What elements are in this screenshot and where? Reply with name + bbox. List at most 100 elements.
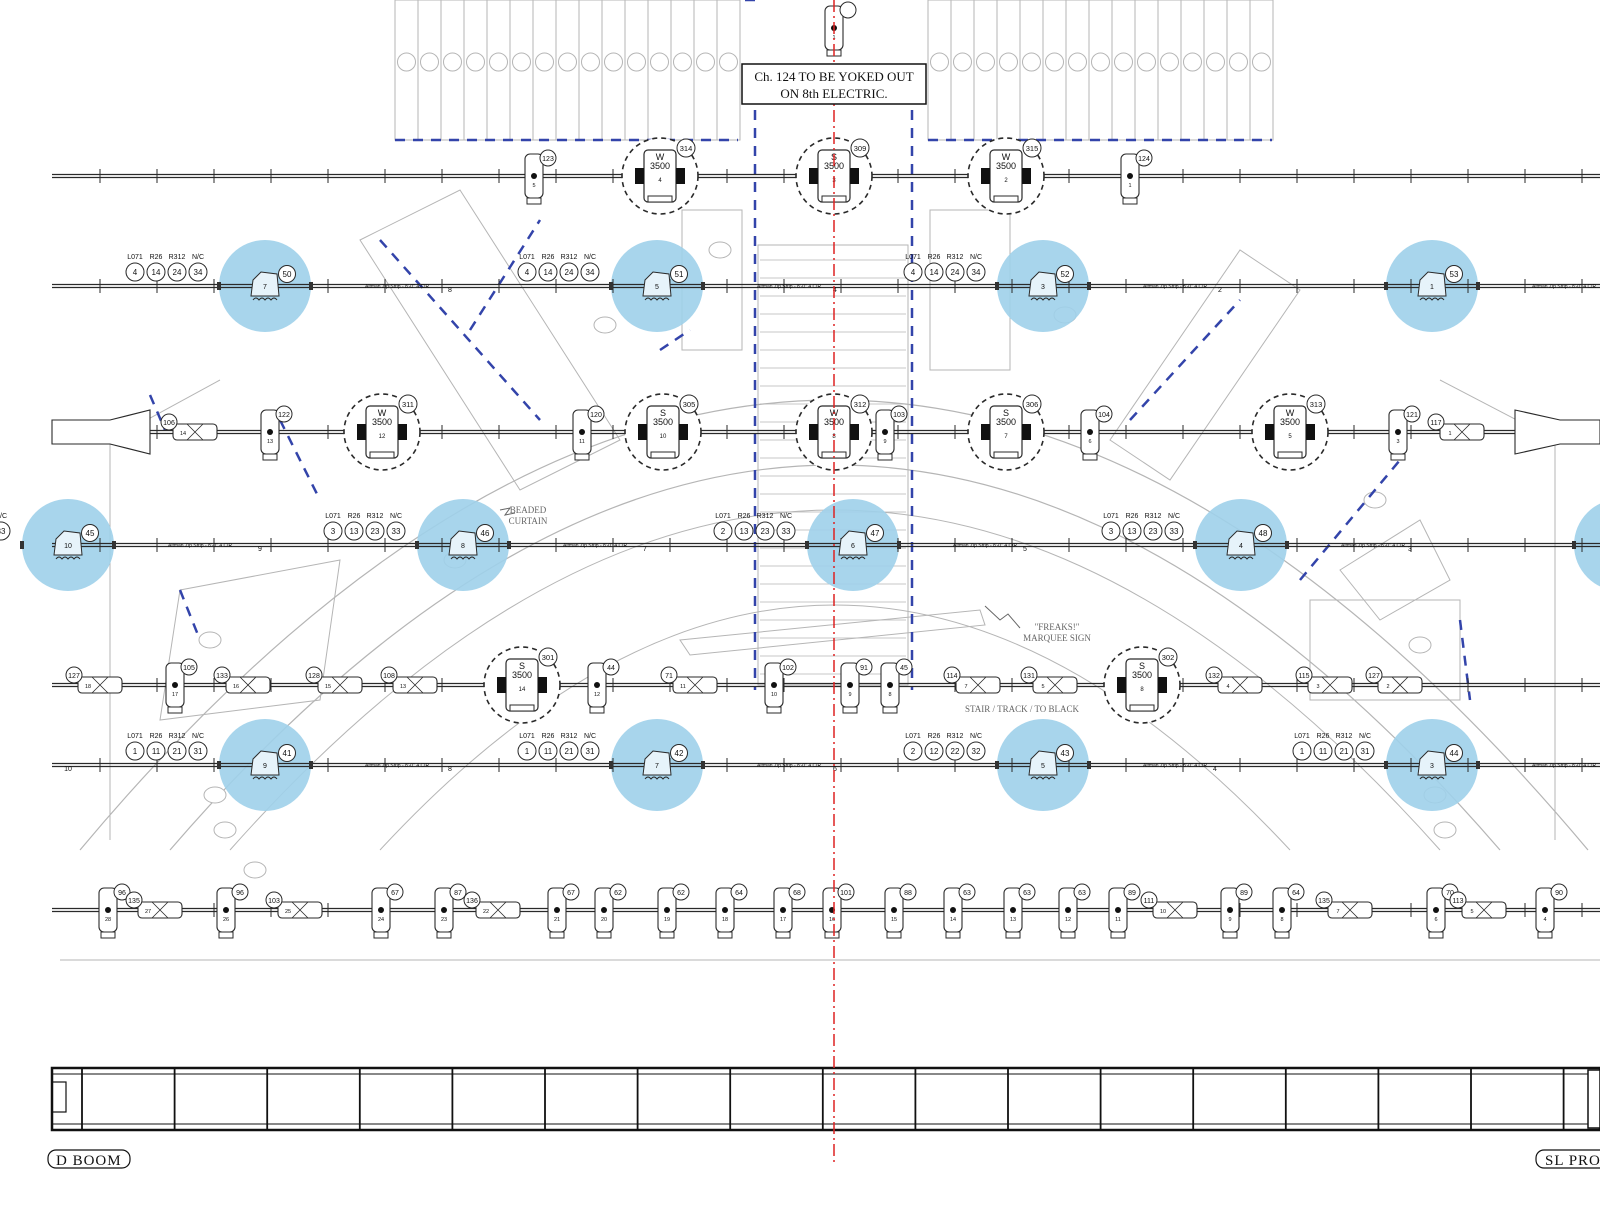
mover-yoke — [538, 677, 547, 693]
channel-circle — [449, 883, 467, 901]
mask-dash — [1458, 619, 1472, 701]
zipstrip-connector — [112, 541, 116, 549]
unit-channel-number: 135 — [128, 898, 140, 905]
panel-marker — [1091, 52, 1110, 72]
cyc-channel-number: 43 — [1061, 749, 1070, 758]
unit-clamp — [1127, 173, 1133, 179]
zipstrip-connector — [20, 541, 24, 549]
pipe-section-number: 4 — [1213, 766, 1217, 773]
gel-color-label: L071 — [127, 254, 143, 261]
mover-channel-number: 306 — [1026, 400, 1039, 409]
unit-channel-number: 45 — [900, 665, 908, 672]
zipstrip-connector — [507, 541, 511, 549]
gel-color-label: R312 — [757, 513, 774, 520]
gel-circuit-circle — [580, 262, 600, 282]
mover-type: W — [1286, 408, 1295, 418]
unit-channel-number: 68 — [793, 890, 801, 897]
gel-color-label: L071 — [715, 513, 731, 520]
cyc-unit-number: 5 — [655, 284, 659, 291]
unit-channel-number: 103 — [268, 898, 280, 905]
channel-circle — [1140, 891, 1158, 909]
cyc-body — [642, 750, 672, 776]
channel-circle — [1315, 891, 1333, 909]
channel-circle — [730, 883, 748, 901]
channel-circle — [895, 658, 913, 676]
unit-clamp — [1087, 429, 1093, 435]
cyc-unit-number: 3 — [1041, 284, 1045, 291]
flat-edge-left — [109, 379, 221, 840]
gel-circuit-number: 3 — [1109, 527, 1114, 536]
unit-lens — [1274, 931, 1290, 939]
unit-lens — [262, 453, 278, 461]
gel-color-label: R26 — [738, 513, 751, 520]
cyc-unit-number: 10 — [64, 543, 72, 550]
unit-clamp — [601, 907, 607, 913]
unit-lens — [1060, 931, 1076, 939]
cyc-unit-number: 7 — [263, 284, 267, 291]
gel-color-label: R312 — [367, 513, 384, 520]
conventional-unit: 490 — [1535, 883, 1568, 939]
gel-circuit-circle — [517, 741, 537, 761]
unit-number: 11 — [579, 439, 585, 445]
gel-color-label: N/C — [584, 733, 596, 740]
unit-number: 20 — [601, 917, 607, 923]
zipstrip-connector — [1476, 761, 1480, 769]
gel-circuit-number: 1 — [1300, 747, 1305, 756]
cyc-body — [838, 530, 868, 556]
channel-circle — [850, 394, 870, 414]
panel-marker — [627, 52, 646, 72]
channel-circle — [1073, 883, 1091, 901]
unit-channel-number: 102 — [782, 665, 794, 672]
mover-yoke — [1158, 677, 1167, 693]
mover-base — [993, 195, 1019, 203]
unit-number: 7 — [1336, 909, 1339, 915]
unit-number: 13 — [267, 439, 273, 445]
unit-cross — [91, 676, 109, 694]
gel-color-label: N/C — [390, 513, 402, 520]
zipstrip-connector — [609, 761, 613, 769]
mover-type: S — [519, 661, 525, 671]
gel-circuit-circle — [146, 262, 166, 282]
cyc-body — [1028, 750, 1058, 776]
gel-color-label: N/C — [192, 254, 204, 261]
mask-dash — [468, 219, 542, 331]
channel-circle — [65, 666, 83, 684]
zipstrip-label: Altman Zip Strip - 8'-0" 4 CIR — [757, 284, 822, 290]
panel-marker — [999, 52, 1018, 72]
unit-lens — [886, 931, 902, 939]
unit-channel-number: 133 — [216, 673, 228, 680]
unit-number: 17 — [172, 692, 178, 698]
gel-color-label: L071 — [1103, 513, 1119, 520]
gel-circuit-number: 2 — [911, 747, 916, 756]
unit-number: 17 — [780, 917, 786, 923]
mask-dash — [1129, 299, 1241, 421]
unit-channel-number: 115 — [1298, 673, 1309, 680]
cyc-unit-number: 8 — [461, 543, 465, 550]
panel-marker — [1022, 52, 1041, 72]
zipstrip-label: Altman Zip Strip - 8'-0" 4 CIR — [757, 763, 822, 769]
dim-marker — [708, 241, 732, 259]
channel-circle — [476, 524, 494, 542]
mover-channel-number: 315 — [1026, 144, 1039, 153]
gel-circuit-circle — [1164, 521, 1184, 541]
highlight-layer — [22, 240, 1600, 811]
unit-number: 6 — [1088, 439, 1091, 445]
pipe-section-number: 3 — [1408, 546, 1412, 553]
gel-circuit-circle — [966, 262, 986, 282]
unit-cross — [1046, 676, 1064, 694]
unit-clamp — [1227, 907, 1233, 913]
cyc-unit-number: 7 — [655, 763, 659, 770]
gel-circuit-circle — [167, 741, 187, 761]
channel-circle — [539, 149, 557, 167]
unit-channel-number: 89 — [1240, 890, 1248, 897]
